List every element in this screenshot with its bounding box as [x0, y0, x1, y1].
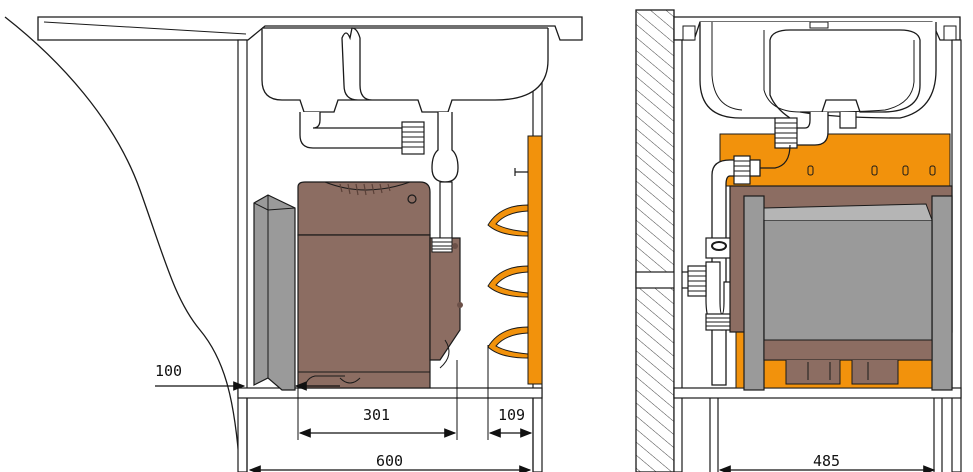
right-sink — [699, 22, 937, 119]
hook-icon — [487, 265, 529, 298]
dim-side-cabinet-width: 485 — [813, 452, 840, 470]
cabinet-left-wall — [237, 39, 248, 472]
right-cabinet-floor — [673, 387, 962, 399]
dim-cabinet-width: 600 — [376, 452, 403, 470]
dim-unit-width: 301 — [363, 406, 390, 424]
right-water-unit — [729, 185, 953, 391]
drain-pipe-left — [299, 112, 411, 149]
water-unit — [297, 181, 431, 389]
hook-icon — [487, 326, 529, 359]
dim-wall-offset: 100 — [155, 362, 182, 380]
countertop-edge — [43, 21, 247, 35]
right-cabinet-left-wall — [673, 39, 683, 472]
drain-stem — [439, 181, 453, 243]
bracket-fitting — [431, 237, 453, 253]
countertop — [37, 16, 583, 41]
drain-pipe-vertical — [431, 112, 459, 183]
wall-section — [635, 9, 675, 472]
sink-basin — [261, 27, 549, 113]
dim-shelf-depth: 109 — [498, 406, 525, 424]
cabinet-door-curve — [4, 16, 241, 472]
right-cabinet-right-wall — [951, 39, 962, 472]
fitting-thread — [402, 126, 424, 148]
right-view: 485 — [635, 9, 962, 472]
hook-icon — [487, 204, 529, 237]
pipe-fitting — [401, 121, 425, 155]
left-view: 100 301 109 600 — [4, 16, 583, 472]
indicator-light — [407, 194, 417, 204]
orange-rail — [527, 135, 543, 385]
mounting-bracket — [429, 237, 461, 361]
grey-side-panel — [253, 194, 296, 391]
